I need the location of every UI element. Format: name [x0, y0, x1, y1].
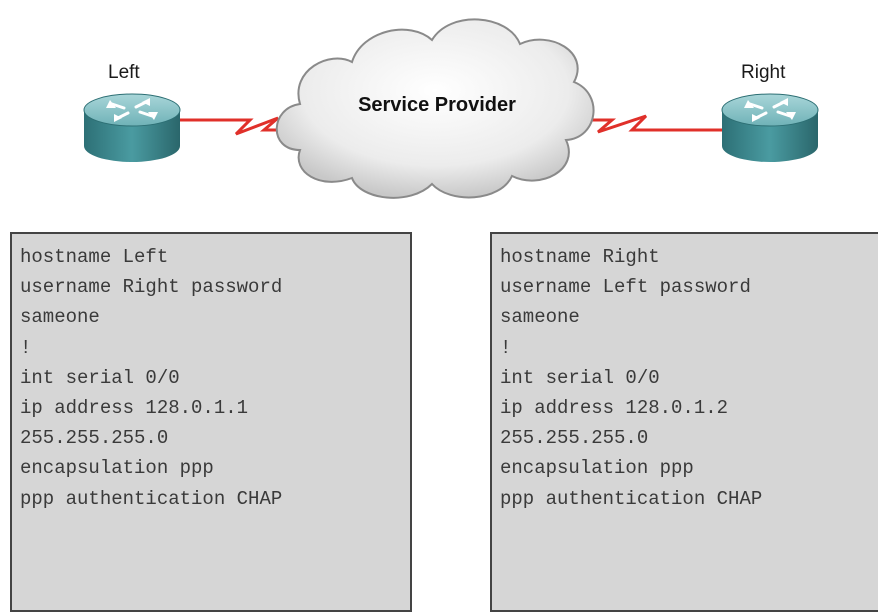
router-left-icon [83, 93, 181, 162]
network-diagram: Left Right Service Provider [0, 0, 878, 230]
config-line: hostname Left [20, 246, 169, 268]
cloud-label: Service Provider [358, 94, 516, 116]
config-line: encapsulation ppp [20, 457, 214, 480]
config-line: ip address 128.0.1.2 [500, 397, 729, 420]
config-line: int serial 0/0 [20, 366, 180, 389]
config-line: 255.255.255.0 [20, 427, 169, 450]
config-line: sameone [500, 306, 580, 329]
config-box-left: hostname Left username Right password sa… [10, 232, 412, 612]
serial-link-left [180, 116, 292, 136]
config-line: ! [20, 336, 32, 359]
config-line: sameone [20, 306, 100, 329]
config-box-right: hostname Right username Left password sa… [490, 232, 878, 612]
config-line: hostname Right [500, 246, 660, 268]
config-line: username Left password [500, 276, 751, 299]
config-line: ppp authentication CHAP [500, 487, 763, 510]
router-right-label: Right [741, 62, 786, 83]
config-line: ip address 128.0.1.1 [20, 397, 249, 420]
router-right-icon [721, 93, 819, 162]
router-left-label: Left [108, 62, 140, 83]
config-line: username Right password [20, 276, 283, 299]
config-line: encapsulation ppp [500, 457, 694, 480]
serial-link-right [580, 114, 722, 134]
service-provider-cloud [275, 18, 595, 199]
config-line: int serial 0/0 [500, 366, 660, 389]
network-diagram-graphic [83, 18, 819, 199]
config-line: 255.255.255.0 [500, 427, 649, 450]
config-line: ppp authentication CHAP [20, 487, 283, 510]
config-line: ! [500, 336, 512, 359]
